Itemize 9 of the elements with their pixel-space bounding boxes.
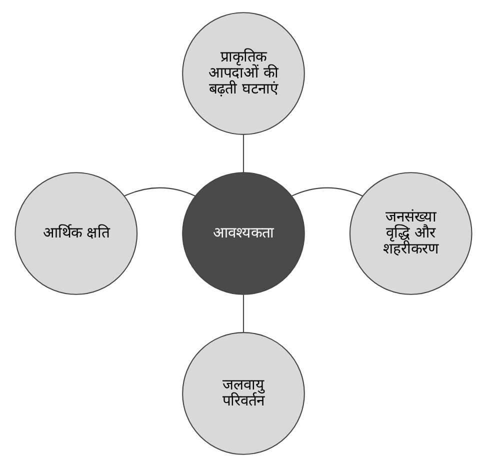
- node-circle: आवश्यकता: [182, 172, 305, 295]
- node-circle: प्राकृतिक आपदाओं की बढ़ती घटनाएं: [182, 12, 305, 135]
- connector: [292, 187, 363, 196]
- node-circle: आर्थिक क्षति: [14, 172, 138, 295]
- connector: [242, 294, 244, 332]
- connector: [124, 187, 196, 196]
- connector: [242, 134, 244, 172]
- node-circle: जलवायु परिवर्तन: [182, 332, 305, 455]
- node-circle: जनसंख्या वृद्धि और शहरीकरण: [349, 172, 472, 295]
